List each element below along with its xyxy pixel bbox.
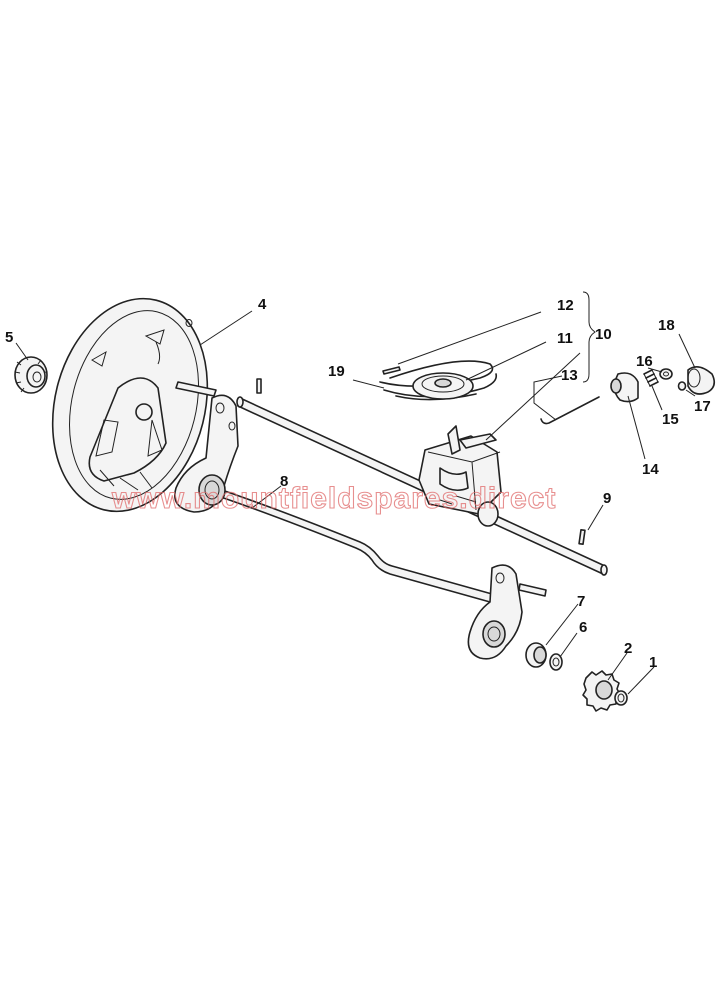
pin-left bbox=[256, 378, 262, 394]
part-6-washer bbox=[549, 653, 563, 671]
part-13-rod bbox=[540, 396, 600, 425]
part-8-axle bbox=[175, 381, 547, 603]
callout-9: 9 bbox=[603, 490, 611, 507]
part-16-washer bbox=[659, 368, 673, 380]
part-12-pin bbox=[382, 366, 401, 375]
callout-13: 13 bbox=[561, 367, 578, 384]
leader-lines bbox=[15, 291, 696, 695]
callout-17: 17 bbox=[694, 398, 711, 415]
callout-16: 16 bbox=[636, 353, 653, 370]
part-11-pulley bbox=[412, 372, 474, 400]
callout-labels: 1 2 4 5 6 7 8 9 10 11 12 13 14 15 16 17 … bbox=[5, 296, 711, 671]
callout-7: 7 bbox=[577, 593, 585, 610]
callout-15: 15 bbox=[662, 411, 679, 428]
part-15-spring bbox=[643, 369, 659, 387]
callout-19: 19 bbox=[328, 363, 345, 380]
callout-12: 12 bbox=[557, 297, 574, 314]
left-bracket bbox=[174, 394, 239, 513]
callout-2: 2 bbox=[624, 640, 632, 657]
part-18-cap bbox=[687, 366, 716, 395]
part-7-bearing bbox=[525, 642, 547, 668]
callout-10: 10 bbox=[595, 326, 612, 343]
part-14-knob bbox=[610, 372, 639, 403]
watermark-text: www.mountfieldspares.direct bbox=[111, 482, 556, 515]
callout-1: 1 bbox=[649, 654, 657, 671]
callout-4: 4 bbox=[258, 296, 267, 313]
part-17-ring bbox=[677, 381, 687, 391]
callout-5: 5 bbox=[5, 329, 13, 346]
callout-11: 11 bbox=[557, 330, 573, 347]
gearbox bbox=[418, 425, 502, 527]
part-2-gear bbox=[582, 670, 621, 712]
part-9-pin bbox=[578, 528, 586, 546]
callout-18: 18 bbox=[658, 317, 675, 334]
part-4-wheel bbox=[51, 297, 209, 513]
right-bracket bbox=[467, 564, 523, 660]
part-5-gear bbox=[14, 356, 48, 394]
part-1-circlip bbox=[614, 690, 628, 706]
callout-6: 6 bbox=[579, 619, 587, 636]
callout-14: 14 bbox=[642, 461, 659, 478]
callout-8: 8 bbox=[280, 473, 288, 490]
